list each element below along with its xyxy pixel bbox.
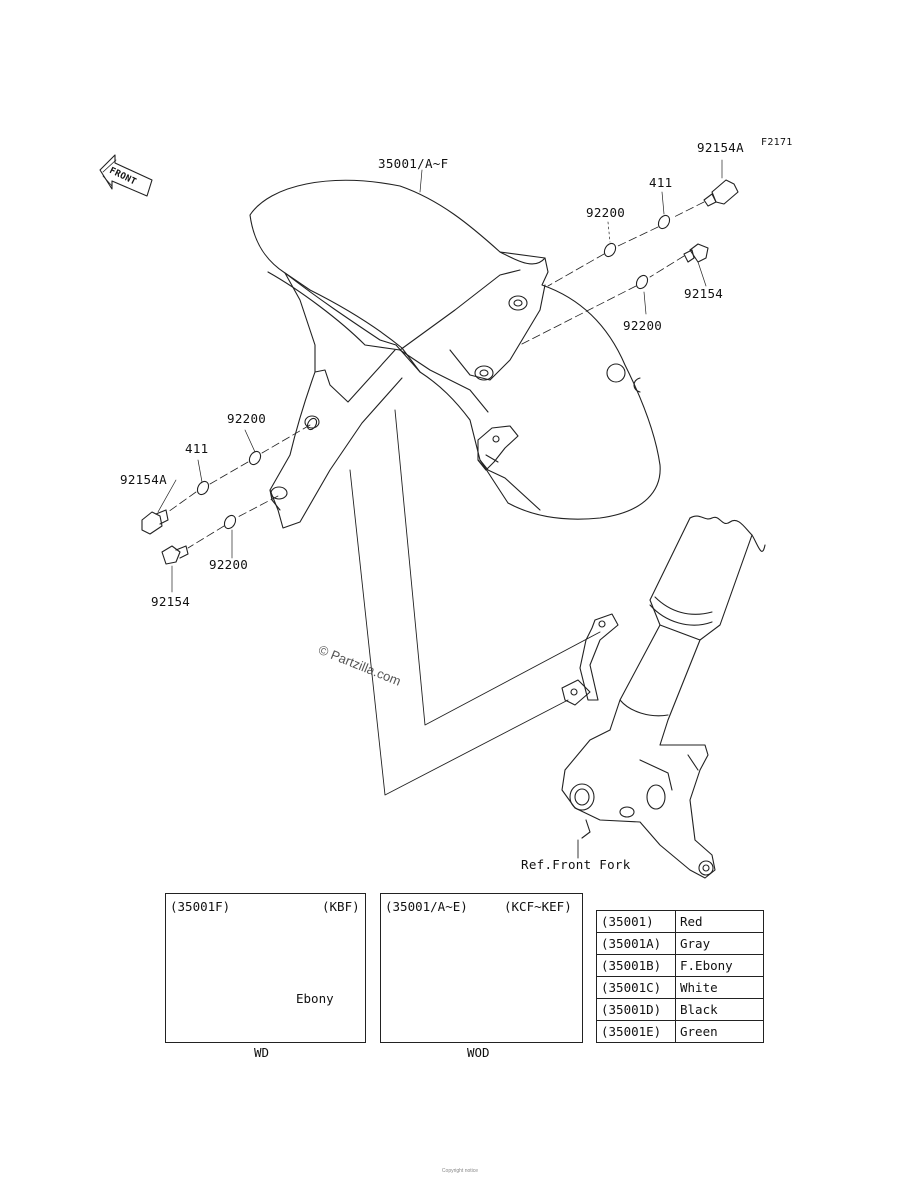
inset-left-callout: Ebony — [296, 991, 334, 1006]
inset-left-caption: WD — [254, 1045, 270, 1060]
table-row: (35001E)Green — [596, 1020, 764, 1043]
fender-drawing — [249, 179, 661, 529]
label-washer-92200-left-lower: 92200 — [209, 557, 249, 572]
front-arrow-icon — [99, 154, 153, 197]
inset-right-code: (35001/A~E) — [385, 899, 468, 914]
color-table: (35001)Red (35001A)Gray (35001B)F.Ebony … — [596, 910, 764, 1043]
table-row: (35001B)F.Ebony — [596, 954, 764, 977]
inset-right-caption: WOD — [467, 1045, 490, 1060]
right-hardware — [519, 179, 739, 346]
label-washer-92200-right-upper: 92200 — [586, 205, 626, 220]
left-hardware — [141, 417, 318, 593]
label-washer-411-left: 411 — [185, 441, 209, 456]
table-row: (35001)Red — [596, 910, 764, 933]
inset-right-models: (KCF~KEF) — [504, 899, 572, 914]
right-label-leaders — [419, 159, 723, 315]
inset-box-wd — [165, 893, 366, 1043]
figure-code: F2171 — [761, 137, 793, 148]
footer-copyright: Copyright notice — [441, 1168, 479, 1174]
leader-lines — [349, 409, 601, 859]
inset-box-wod — [380, 893, 583, 1043]
inset-left-models: (KBF) — [322, 899, 360, 914]
inset-left-code: (35001F) — [170, 899, 231, 914]
label-fender: 35001/A~F — [378, 156, 449, 171]
label-washer-92200-right-lower: 92200 — [623, 318, 663, 333]
label-bolt-92154-left: 92154 — [151, 594, 191, 609]
table-row: (35001C)White — [596, 976, 764, 999]
label-washer-92200-left-upper: 92200 — [227, 411, 267, 426]
label-washer-411-right: 411 — [649, 175, 673, 190]
label-ref-front-fork: Ref.Front Fork — [521, 857, 631, 872]
label-bolt-92154a-left: 92154A — [120, 472, 167, 487]
front-fork-drawing — [561, 515, 766, 879]
label-bolt-92154-right: 92154 — [684, 286, 724, 301]
label-bolt-92154a-right: 92154A — [697, 140, 744, 155]
table-row: (35001A)Gray — [596, 932, 764, 955]
table-row: (35001D)Black — [596, 998, 764, 1021]
